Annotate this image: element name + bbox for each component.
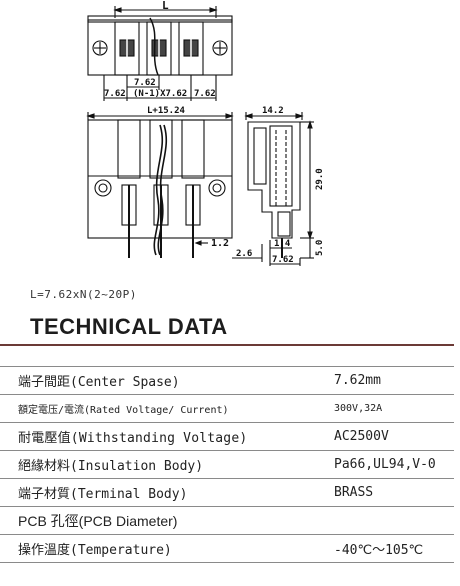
side-view xyxy=(232,112,314,266)
front-view xyxy=(86,112,234,258)
title-divider xyxy=(0,344,454,346)
dim-pin-spacing: 1.4 xyxy=(274,239,291,249)
top-view xyxy=(87,6,233,101)
dim-pitch: 7.62 xyxy=(134,78,156,88)
dim-depth: 14.2 xyxy=(262,106,284,116)
dim-pin-width: 1.2 xyxy=(211,238,229,249)
section-title: TECHNICAL DATA xyxy=(30,314,228,339)
spec-value xyxy=(314,506,454,535)
spec-value: 300V,32A xyxy=(314,394,454,423)
spec-row-withstanding: 耐電壓值(Withstanding Voltage) AC2500V xyxy=(0,422,454,451)
spec-row-pcb-diameter: PCB 孔徑(PCB Diameter) xyxy=(0,506,454,535)
spec-value: 7.62mm xyxy=(314,366,454,395)
dim-height: 29.0 xyxy=(315,168,325,190)
spec-label: 絕緣材料(Insulation Body) xyxy=(0,450,314,479)
length-formula-note: L=7.62xN(2~20P) xyxy=(30,288,137,301)
spec-value: -40℃～105℃ xyxy=(314,534,454,563)
spec-label: 端子間距(Center Spase) xyxy=(0,366,314,395)
dim-base: 7.62 xyxy=(272,255,294,265)
spec-label: 操作溫度(Temperature) xyxy=(0,534,314,563)
spec-value: Pa66,UL94,V-0 xyxy=(314,450,454,479)
spec-row-temperature: 操作溫度(Temperature) -40℃～105℃ xyxy=(0,534,454,563)
spec-label: 耐電壓值(Withstanding Voltage) xyxy=(0,422,314,451)
spec-row-rating: 額定電压/電流(Rated Voltage/ Current) 300V,32A xyxy=(0,394,454,423)
dim-left-edge: 7.62 xyxy=(104,89,126,99)
spec-row-terminal: 端子材質(Terminal Body) BRASS xyxy=(0,478,454,507)
spec-label: 端子材質(Terminal Body) xyxy=(0,478,314,507)
spec-label: PCB 孔徑(PCB Diameter) xyxy=(0,506,314,535)
spec-value: BRASS xyxy=(314,478,454,507)
technical-drawing: L 7.62 7.62 (N-1)X7.62 7.62 L+15.24 1.2 … xyxy=(86,0,325,266)
spec-row-pitch: 端子間距(Center Spase) 7.62mm xyxy=(0,366,454,395)
dim-pin-offset: 2.6 xyxy=(236,249,252,259)
dim-span: (N-1)X7.62 xyxy=(133,89,187,99)
dim-width-front: L+15.24 xyxy=(147,106,186,116)
spec-label: 額定電压/電流(Rated Voltage/ Current) xyxy=(0,394,314,423)
dim-right-edge: 7.62 xyxy=(194,89,216,99)
spec-table: 端子間距(Center Spase) 7.62mm 額定電压/電流(Rated … xyxy=(0,366,454,563)
dim-pin-length: 5.0 xyxy=(315,240,325,256)
spec-row-insulation: 絕緣材料(Insulation Body) Pa66,UL94,V-0 xyxy=(0,450,454,479)
dim-width-top: L xyxy=(162,0,169,12)
spec-value: AC2500V xyxy=(314,422,454,451)
